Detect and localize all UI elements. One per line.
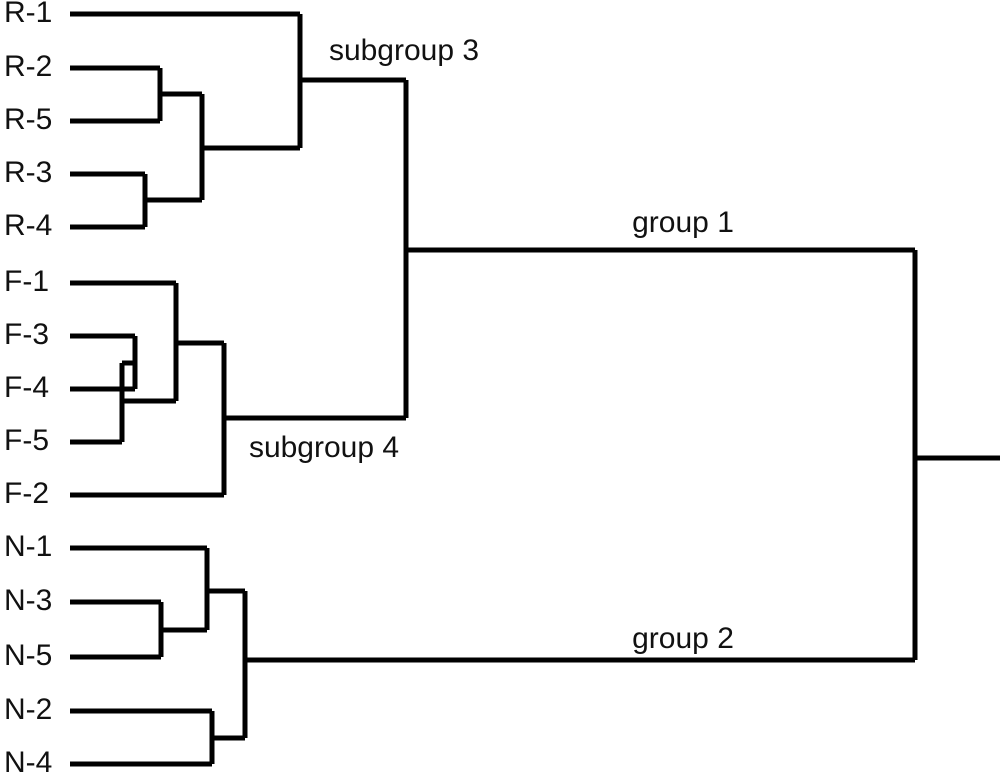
- cluster-label-group: subgroup 3 group 1 subgroup 4 group 2: [249, 34, 734, 655]
- cluster-label-group-1: group 1: [632, 206, 734, 239]
- leaf-label-f-5: F-5: [4, 424, 49, 457]
- leaf-label-r-2: R-2: [4, 50, 52, 83]
- leaf-label-n-1: N-1: [4, 530, 52, 563]
- leaf-label-r-3: R-3: [4, 156, 52, 189]
- leaf-branch-group: [70, 11, 300, 767]
- leaf-label-n-5: N-5: [4, 639, 52, 672]
- leaf-label-r-5: R-5: [4, 103, 52, 136]
- leaf-label-r-1: R-1: [4, 0, 52, 29]
- cluster-label-subgroup-4: subgroup 4: [249, 431, 399, 464]
- leaf-label-r-4: R-4: [4, 209, 52, 242]
- leaf-label-f-1: F-1: [4, 265, 49, 298]
- leaf-label-n-2: N-2: [4, 693, 52, 726]
- leaf-label-n-4: N-4: [4, 746, 52, 778]
- cluster-label-subgroup-3: subgroup 3: [329, 34, 479, 67]
- leaf-label-f-4: F-4: [4, 371, 49, 404]
- cluster-label-group-2: group 2: [632, 622, 734, 655]
- merge-branch-group: [119, 14, 918, 764]
- leaf-label-f-2: F-2: [4, 477, 49, 510]
- leaf-label-group: R-1R-2R-5R-3R-4F-1F-3F-4F-5F-2N-1N-3N-5N…: [4, 0, 52, 778]
- leaf-label-f-3: F-3: [4, 318, 49, 351]
- leaf-label-n-3: N-3: [4, 584, 52, 617]
